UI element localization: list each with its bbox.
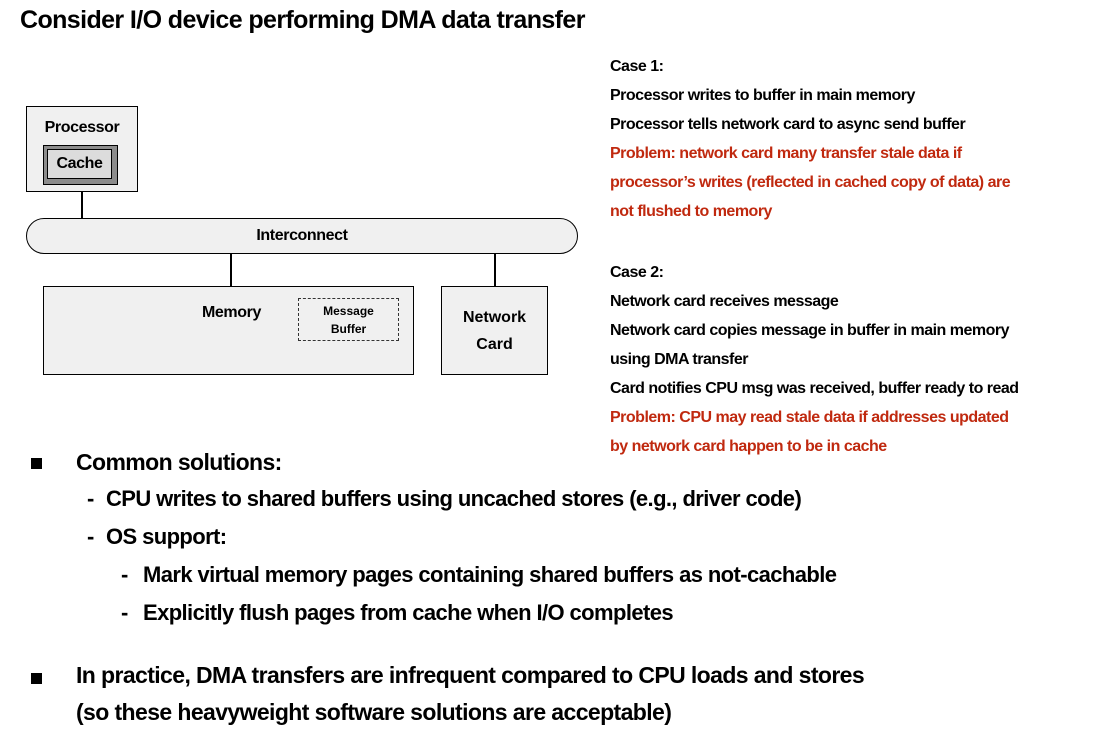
case2-line: Card notifies CPU msg was received, buff…	[610, 380, 1019, 397]
case2-line: Network card receives message	[610, 293, 839, 310]
message-buffer-box: Message Buffer	[298, 298, 399, 341]
case1-line: Processor tells network card to async se…	[610, 116, 966, 133]
common-solutions-heading: Common solutions:	[76, 449, 282, 475]
case1-text: Case 1: Processor writes to buffer in ma…	[610, 52, 1011, 226]
case2-problem-line: Problem: CPU may read stale data if addr…	[610, 409, 1009, 426]
message-buffer-label-line2: Buffer	[330, 321, 367, 336]
bullet-square-icon	[31, 673, 42, 684]
sub-bullet-os-support: OS support:	[106, 524, 227, 549]
dash-icon: -	[121, 600, 128, 625]
network-card-label-line1: Network	[462, 308, 527, 326]
memory-box: Memory Message Buffer	[43, 286, 414, 375]
dash-icon: -	[87, 524, 94, 549]
slide-title: Consider I/O device performing DMA data …	[20, 6, 585, 34]
case2-line: using DMA transfer	[610, 351, 748, 368]
network-card-label-line2: Card	[476, 335, 513, 353]
memory-connector	[230, 254, 232, 286]
subsub-bullet-flush: Explicitly flush pages from cache when I…	[143, 600, 674, 625]
network-card-connector	[494, 254, 496, 286]
case2-line: Network card copies message in buffer in…	[610, 322, 1010, 339]
case1-problem-line: processor’s writes (reflected in cached …	[610, 174, 1011, 191]
dash-icon: -	[87, 486, 94, 511]
case1-line: Processor writes to buffer in main memor…	[610, 87, 915, 104]
memory-label: Memory	[202, 304, 261, 321]
case2-problem-line: by network card happen to be in cache	[610, 438, 887, 455]
message-buffer-label-line1: Message	[323, 303, 374, 318]
practice-line-2: (so these heavyweight software solutions…	[76, 699, 672, 725]
interconnect-bus: Interconnect	[26, 218, 578, 254]
practice-line-1: In practice, DMA transfers are infrequen…	[76, 662, 865, 688]
cache-label: Cache	[47, 149, 112, 179]
case1-problem-line: Problem: network card many transfer stal…	[610, 145, 962, 162]
processor-label: Processor	[44, 119, 120, 136]
sub-bullet-uncached: CPU writes to shared buffers using uncac…	[106, 486, 802, 511]
case1-problem-line: not flushed to memory	[610, 203, 772, 220]
case1-heading: Case 1:	[610, 58, 664, 75]
case2-heading: Case 2:	[610, 264, 664, 281]
bullet-square-icon	[31, 458, 42, 469]
dash-icon: -	[121, 562, 128, 587]
subsub-bullet-not-cachable: Mark virtual memory pages containing sha…	[143, 562, 837, 587]
processor-connector	[81, 192, 83, 218]
case2-text: Case 2: Network card receives message Ne…	[610, 258, 1019, 461]
network-card-box: Network Card	[441, 286, 548, 375]
